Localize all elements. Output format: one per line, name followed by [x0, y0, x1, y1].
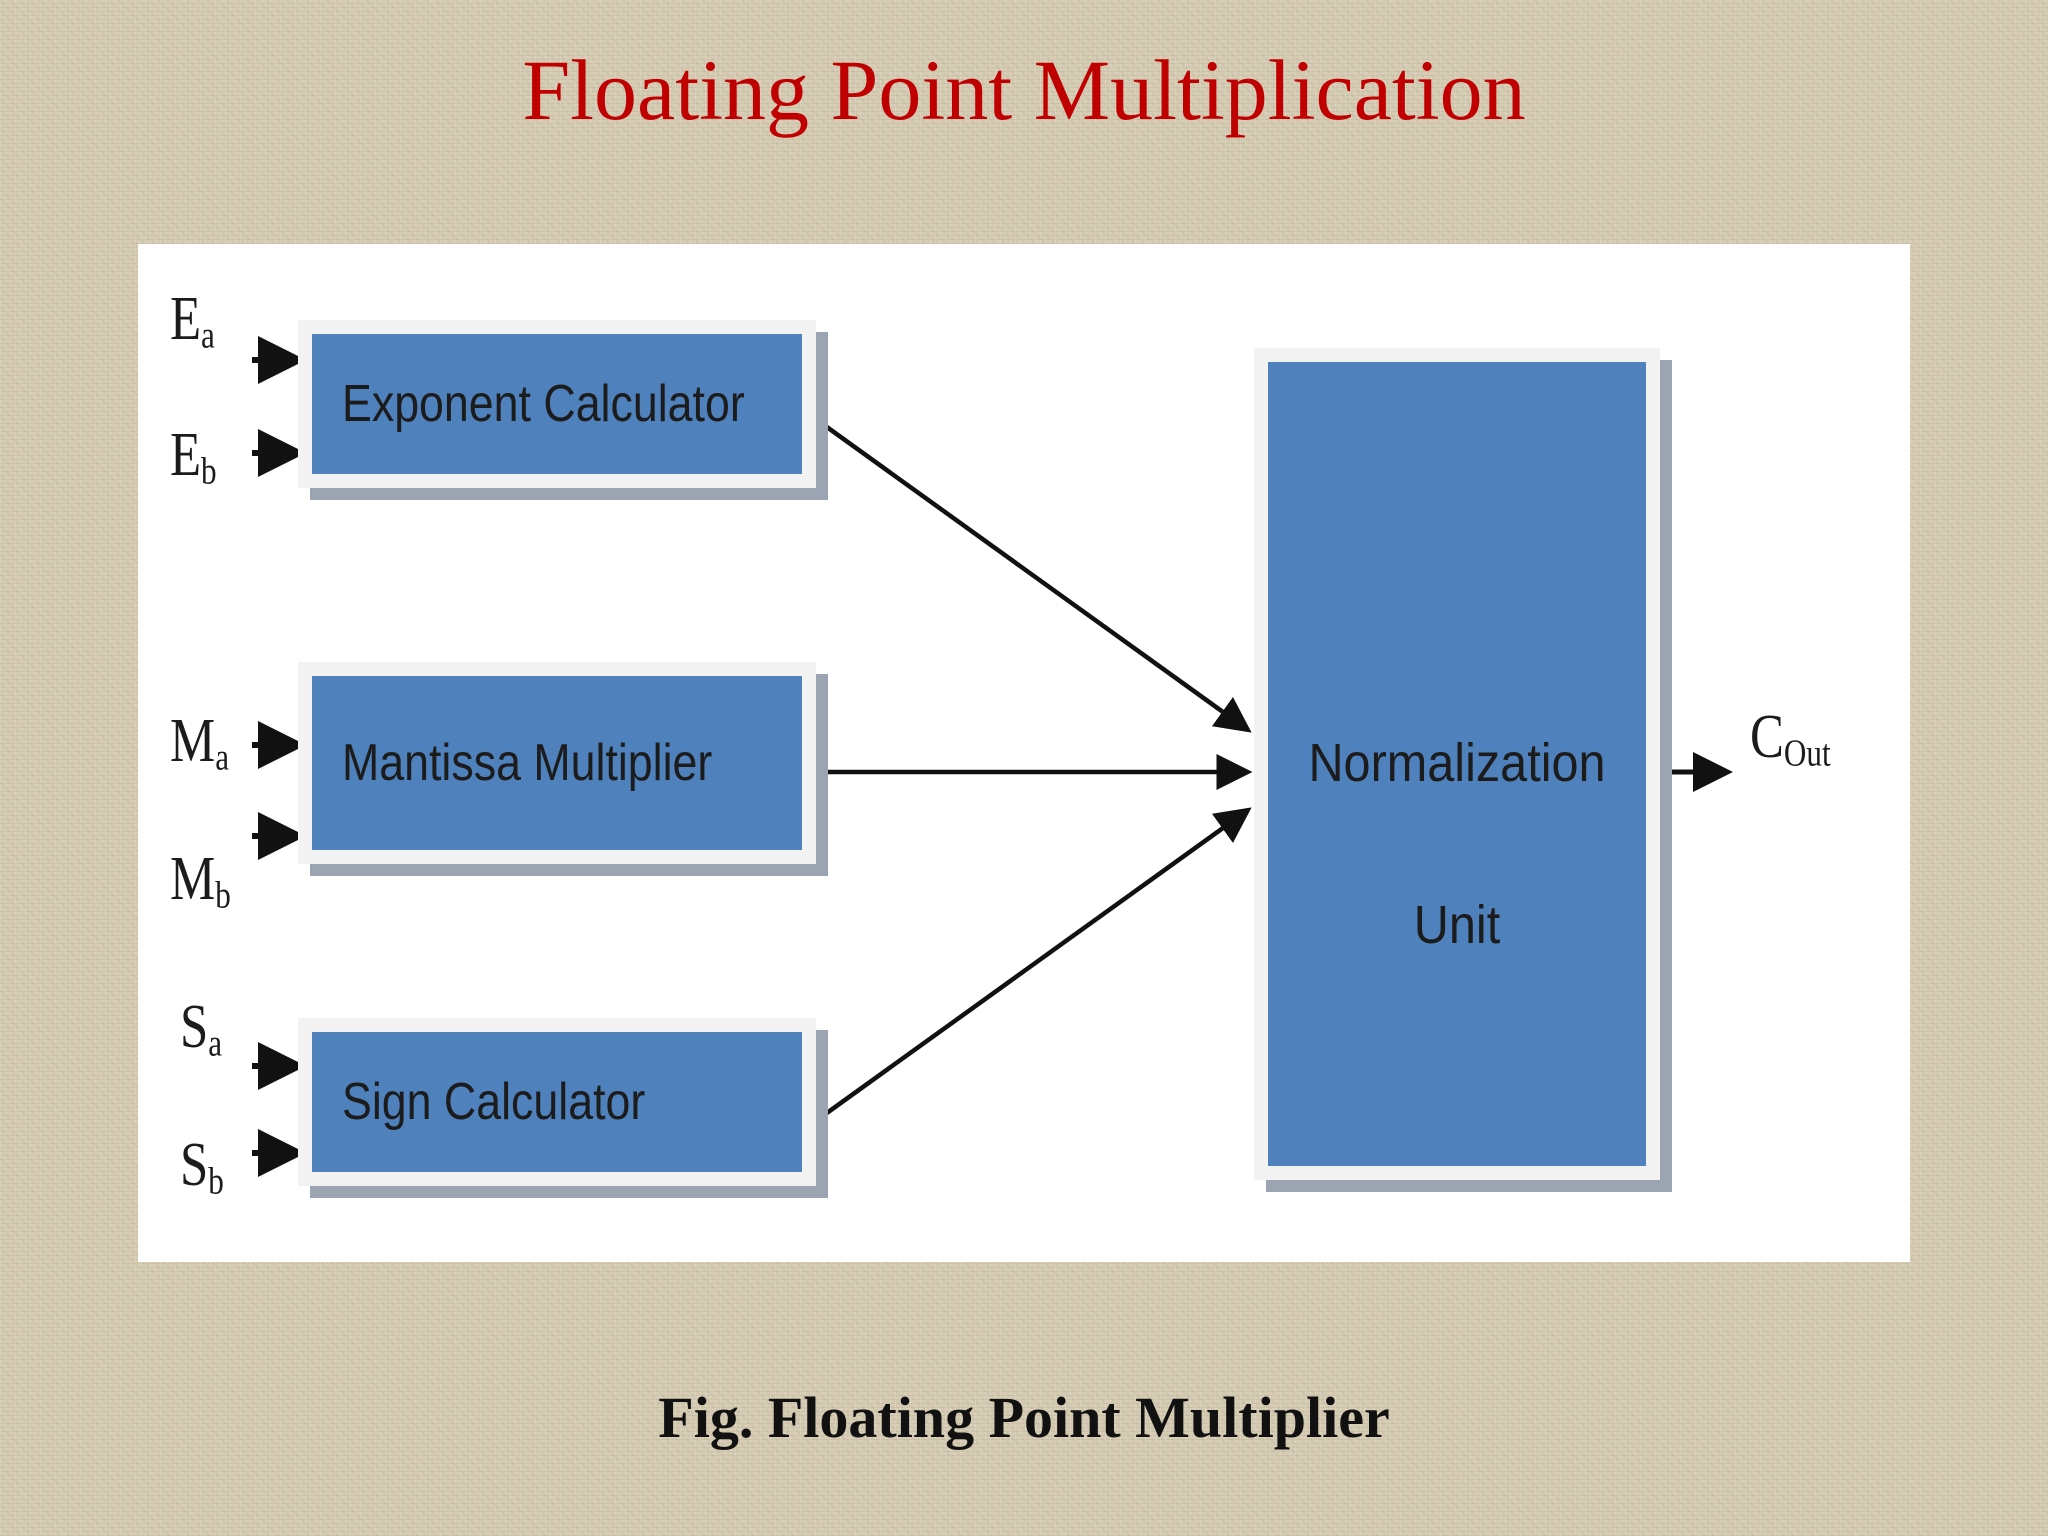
input-label-sb: Sb: [180, 1131, 224, 1203]
exponent-calculator-label: Exponent Calculator: [342, 375, 745, 433]
slide-title: Floating Point Multiplication: [522, 42, 1526, 138]
normalization-label-line1: Normalization: [1308, 733, 1606, 793]
wire-sign-to-normalization: [804, 807, 1252, 1130]
input-label-eb: Eb: [170, 421, 217, 493]
normalization-label-line2: Unit: [1413, 895, 1501, 955]
input-label-sa: Sa: [180, 993, 223, 1065]
mantissa-multiplier-label: Mantissa Multiplier: [342, 734, 713, 792]
sign-calculator-label: Sign Calculator: [342, 1073, 646, 1131]
input-label-ma: Ma: [170, 707, 230, 779]
wire-exponent-to-normalization: [804, 410, 1252, 733]
connection-wires: [252, 336, 1733, 1177]
figure-caption: Fig. Floating Point Multiplier: [658, 1385, 1390, 1450]
output-label-cout: COut: [1750, 703, 1831, 775]
mantissa-multiplier-block: Mantissa Multiplier: [298, 662, 816, 864]
input-label-mb: Mb: [170, 845, 231, 917]
diagram-panel: Exponent Calculator Mantissa Multiplier …: [138, 244, 1910, 1262]
input-label-ea: Ea: [170, 285, 215, 357]
exponent-calculator-block: Exponent Calculator: [298, 320, 816, 488]
normalization-unit-block: Normalization Unit: [1254, 348, 1660, 1180]
sign-calculator-block: Sign Calculator: [298, 1018, 816, 1186]
